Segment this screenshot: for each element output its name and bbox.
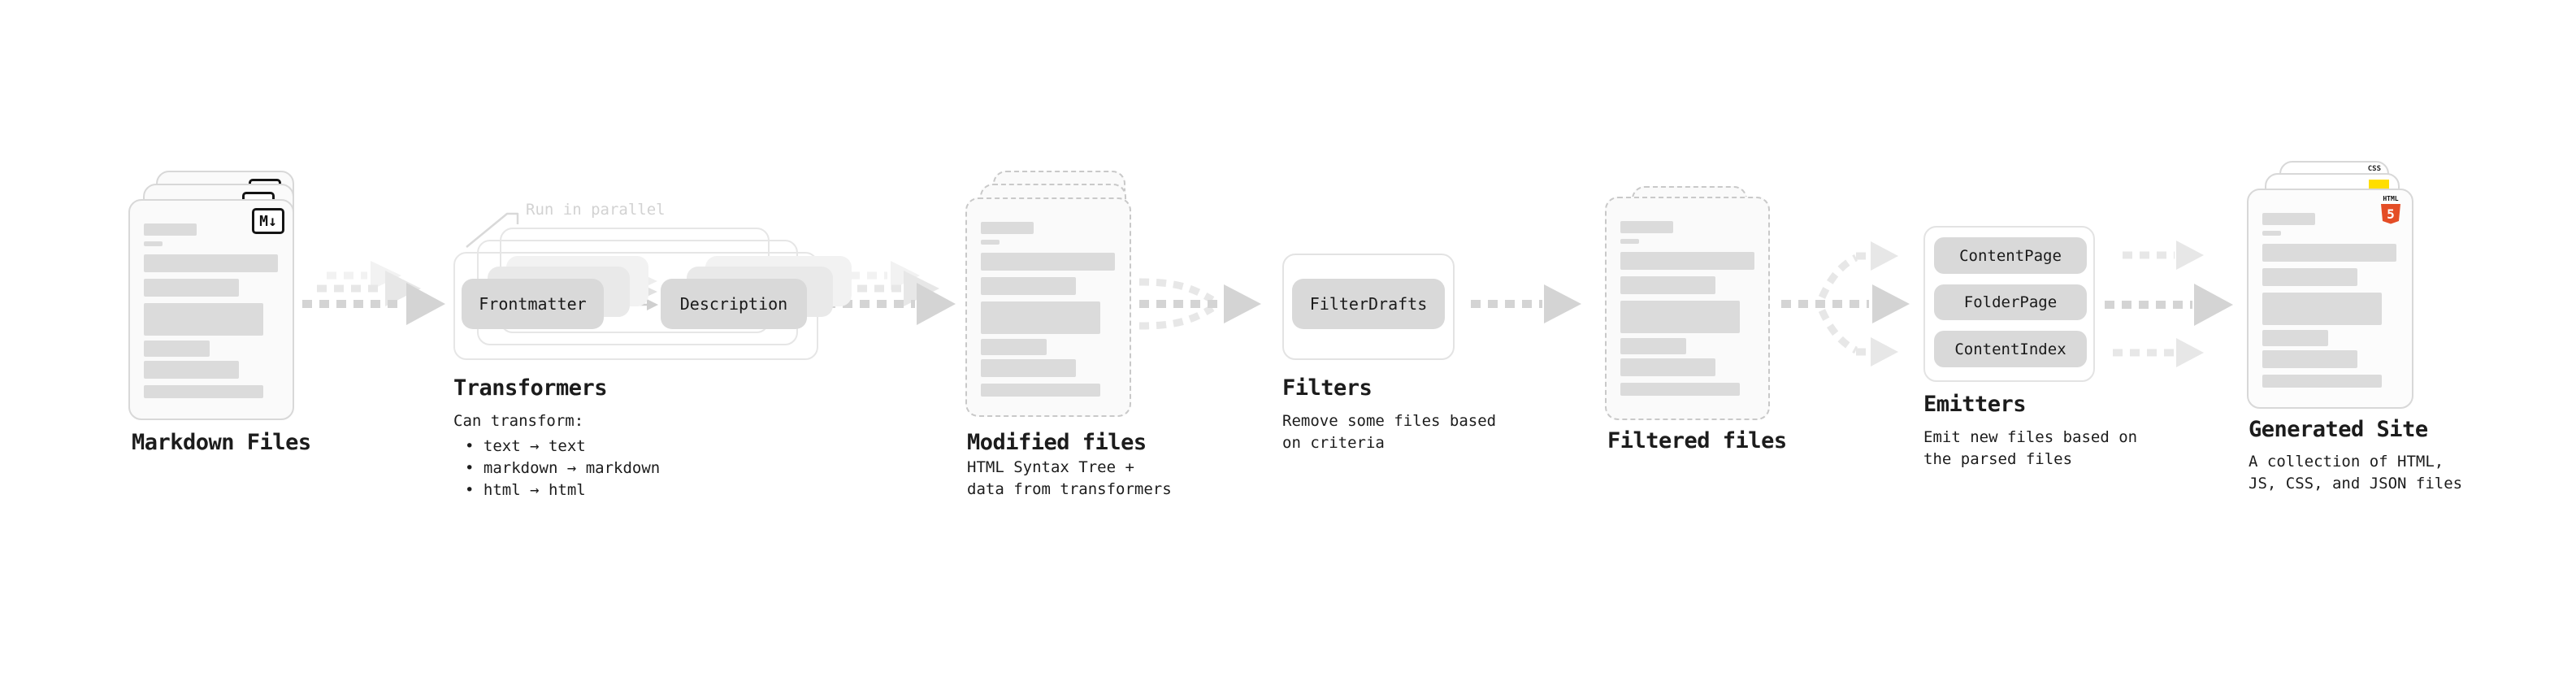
doc-line bbox=[1620, 221, 1673, 233]
contentpage-pill: ContentPage bbox=[1934, 237, 2087, 274]
doc-line bbox=[144, 340, 210, 357]
doc-line bbox=[981, 301, 1100, 334]
doc-line bbox=[1620, 358, 1715, 376]
doc-line bbox=[981, 359, 1076, 377]
frontmatter-pill: Frontmatter bbox=[462, 279, 604, 329]
doc-line bbox=[1620, 252, 1754, 270]
emitters-caption: Emit new files based on the parsed files bbox=[1923, 428, 2138, 468]
transformers-bullet: • html → html bbox=[465, 481, 586, 499]
generated-site-label: Generated Site bbox=[2249, 417, 2428, 442]
doc-line bbox=[144, 241, 163, 246]
css-badge-label: CSS bbox=[2367, 165, 2381, 173]
doc-line bbox=[2262, 213, 2315, 225]
doc-line bbox=[144, 361, 239, 379]
arrow-markdown-to-transformers bbox=[302, 261, 445, 325]
js-badge bbox=[2369, 180, 2389, 190]
doc-line bbox=[1620, 338, 1686, 354]
markdown-doc: M↓ bbox=[128, 199, 294, 420]
doc-line bbox=[1620, 383, 1740, 396]
filtered-doc bbox=[1605, 197, 1770, 420]
markdown-icon: M↓ bbox=[252, 208, 284, 234]
doc-line bbox=[981, 277, 1076, 295]
doc-line bbox=[144, 254, 278, 272]
modified-doc bbox=[965, 197, 1131, 417]
doc-line bbox=[144, 279, 239, 297]
site-doc-html: HTML 5 bbox=[2247, 189, 2413, 409]
doc-line bbox=[144, 303, 263, 336]
emitters-label: Emitters bbox=[1923, 392, 2027, 417]
doc-line bbox=[1620, 239, 1639, 244]
arrow-modified-to-filters-merge bbox=[1138, 278, 1261, 330]
doc-line bbox=[981, 339, 1047, 355]
contentindex-pill: ContentIndex bbox=[1934, 331, 2087, 367]
generated-site-caption: A collection of HTML, JS, CSS, and JSON … bbox=[2249, 453, 2463, 492]
html5-shield bbox=[2381, 204, 2400, 224]
html5-icon-label: HTML bbox=[2383, 195, 2398, 202]
doc-line bbox=[1620, 276, 1715, 294]
filtered-files-label: Filtered files bbox=[1607, 428, 1787, 453]
doc-line bbox=[144, 385, 263, 398]
modified-files-label: Modified files bbox=[967, 430, 1147, 455]
transformers-bullet: • markdown → markdown bbox=[465, 459, 661, 477]
doc-line bbox=[2262, 350, 2357, 368]
arrow-filters-to-filtered bbox=[1471, 284, 1581, 323]
markdown-files-label: Markdown Files bbox=[132, 430, 311, 455]
description-pill: Description bbox=[661, 279, 807, 329]
doc-line bbox=[144, 223, 197, 236]
arrow-transformers-to-modified bbox=[826, 261, 956, 325]
doc-line bbox=[2262, 268, 2357, 286]
arrow-filtered-to-emitters-branch bbox=[1781, 241, 1910, 367]
doc-line bbox=[2262, 231, 2281, 236]
doc-line bbox=[2262, 293, 2382, 325]
doc-line bbox=[981, 222, 1034, 234]
run-in-parallel-callout-line bbox=[466, 212, 519, 248]
transformers-bullet: • text → text bbox=[465, 437, 586, 455]
filterdrafts-pill: FilterDrafts bbox=[1292, 279, 1445, 329]
modified-files-caption: HTML Syntax Tree + data from transformer… bbox=[967, 458, 1172, 498]
folderpage-pill: FolderPage bbox=[1934, 284, 2087, 320]
filters-caption: Remove some files based on criteria bbox=[1282, 412, 1497, 452]
doc-line bbox=[1620, 301, 1740, 333]
html5-icon: HTML 5 bbox=[2381, 195, 2400, 224]
transformers-label: Transformers bbox=[453, 375, 608, 401]
run-in-parallel-annotation: Run in parallel bbox=[526, 201, 666, 219]
filters-label: Filters bbox=[1282, 375, 1373, 401]
html5-icon-number: 5 bbox=[2387, 206, 2395, 222]
doc-line bbox=[2262, 375, 2382, 388]
doc-line bbox=[981, 240, 1000, 245]
doc-line bbox=[981, 384, 1100, 397]
arrow-emitters-to-site bbox=[2105, 241, 2233, 367]
doc-line bbox=[2262, 244, 2396, 262]
doc-line bbox=[981, 253, 1115, 271]
doc-line bbox=[2262, 330, 2328, 346]
transformers-caption: Can transform: bbox=[453, 412, 584, 430]
